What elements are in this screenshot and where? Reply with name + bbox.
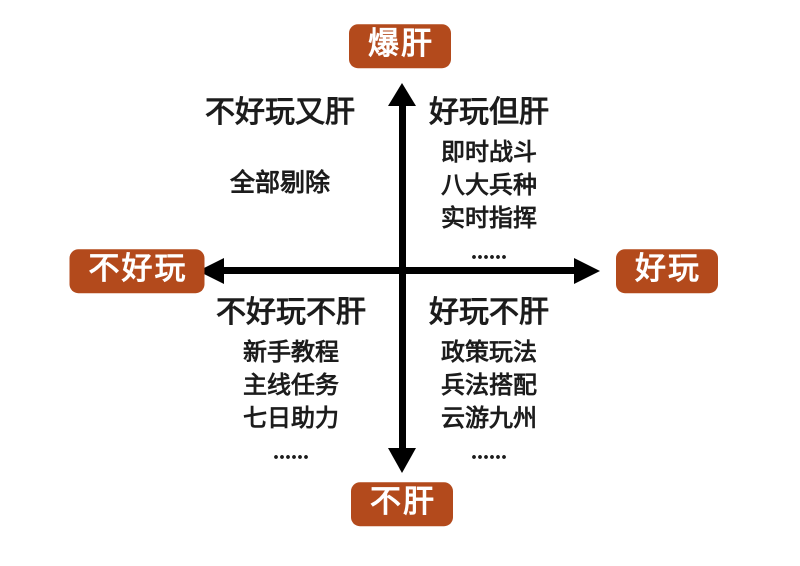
quadrant-title: 不好玩不肝 bbox=[216, 296, 366, 329]
quadrant-item: 八大兵种 bbox=[441, 173, 537, 199]
quadrant-item-list: 政策玩法兵法搭配云游九州...... bbox=[379, 337, 599, 469]
quadrant-item: 云游九州 bbox=[441, 406, 537, 432]
quadrant-item: 即时战斗 bbox=[441, 140, 537, 166]
quadrant-item: 七日助力 bbox=[243, 406, 339, 432]
quadrant-item: 实时指挥 bbox=[441, 206, 537, 232]
quadrant-title: 好玩不肝 bbox=[429, 296, 549, 329]
quadrant-top-left: 不好玩又肝 全部剔除 bbox=[170, 96, 390, 200]
quadrant-item-list: 全部剔除 bbox=[170, 167, 390, 200]
quadrant-item: 政策玩法 bbox=[441, 340, 537, 366]
axis-label-right: 好玩 bbox=[616, 249, 718, 293]
quadrant-item-list: 新手教程主线任务七日助力...... bbox=[181, 337, 401, 469]
quadrant-item: ...... bbox=[471, 239, 507, 265]
axis-label-top: 爆肝 bbox=[349, 24, 451, 68]
quadrant-title: 不好玩又肝 bbox=[205, 96, 355, 129]
quadrant-item: 兵法搭配 bbox=[441, 373, 537, 399]
quadrant-bottom-left: 不好玩不肝 新手教程主线任务七日助力...... bbox=[181, 296, 401, 469]
quadrant-title: 好玩但肝 bbox=[429, 96, 549, 129]
horizontal-axis-line bbox=[222, 267, 574, 274]
quadrant-top-right: 好玩但肝 即时战斗八大兵种实时指挥...... bbox=[379, 96, 599, 269]
arrowhead-down-icon bbox=[388, 448, 416, 473]
quadrant-item: 新手教程 bbox=[243, 340, 339, 366]
vertical-axis-line bbox=[399, 103, 406, 449]
axis-label-left: 不好玩 bbox=[69, 249, 205, 293]
quadrant-item: ...... bbox=[471, 439, 507, 465]
quadrant-item: ...... bbox=[273, 439, 309, 465]
arrowhead-right-icon bbox=[574, 258, 600, 284]
quadrant-item-list: 即时战斗八大兵种实时指挥...... bbox=[379, 137, 599, 269]
quadrant-item: 全部剔除 bbox=[229, 170, 330, 197]
quadrant-bottom-right: 好玩不肝 政策玩法兵法搭配云游九州...... bbox=[379, 296, 599, 469]
axis-label-bottom: 不肝 bbox=[351, 482, 453, 526]
quadrant-item: 主线任务 bbox=[243, 373, 339, 399]
arrowhead-up-icon bbox=[388, 83, 416, 106]
